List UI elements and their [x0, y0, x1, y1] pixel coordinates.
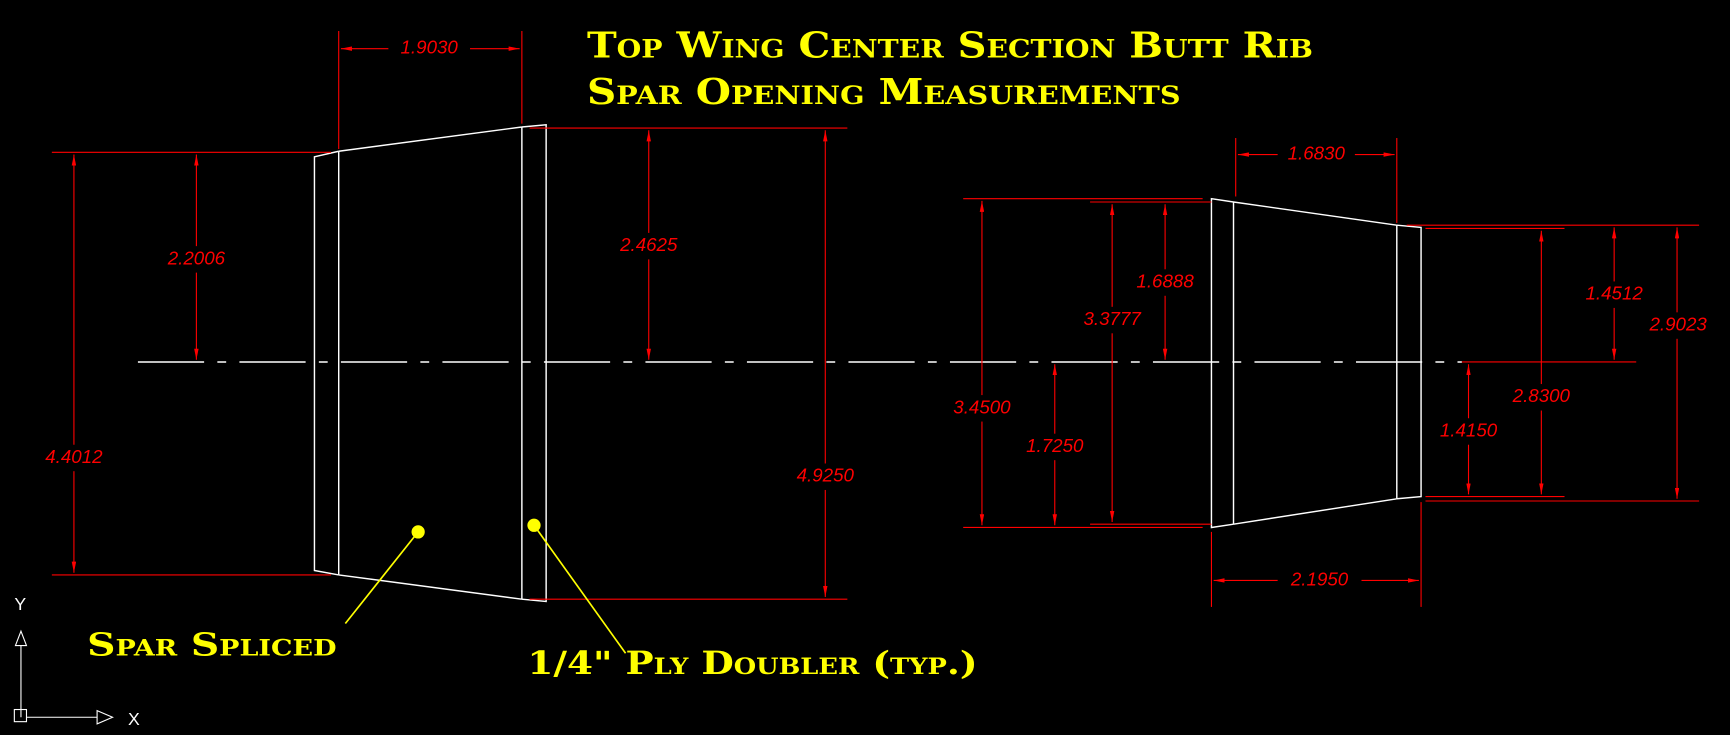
- callout-dot: [411, 525, 425, 539]
- callout-ply-doubler: 1/4" Ply Doubler (typ.): [527, 518, 978, 682]
- left-spar-opening: [313, 123, 547, 603]
- dim-left-inner-upper: 2.4625: [619, 234, 678, 255]
- dim-right-end-outer-height: 2.9023: [1648, 314, 1707, 335]
- dim-right-end-inner-height: 2.8300: [1512, 385, 1571, 406]
- dimension-labels: 1.9030 4.4012 2.2006 2.4625 4.9250 1.683…: [33, 37, 1719, 589]
- dim-right-end-upper: 1.4512: [1585, 283, 1643, 304]
- ucs-x-label: X: [128, 709, 140, 729]
- ucs-y-label: Y: [14, 594, 26, 614]
- extension-lines: [51, 30, 1700, 607]
- dim-right-outer-height: 3.4500: [953, 396, 1011, 417]
- callout-spar-spliced: Spar Spliced: [87, 525, 425, 663]
- label-spar-spliced: Spar Spliced: [87, 625, 336, 663]
- dim-right-inner-upper: 1.6888: [1136, 270, 1194, 291]
- dim-left-outer-height: 4.4012: [45, 446, 103, 467]
- drawing-title-line-1: Top Wing Center Section Butt Rib: [587, 25, 1313, 66]
- right-spar-opening: [1210, 197, 1422, 529]
- dim-right-outer-lower: 1.7250: [1026, 435, 1084, 456]
- dim-right-inner-height: 3.3777: [1083, 308, 1141, 329]
- label-ply-doubler: 1/4" Ply Doubler (typ.): [527, 644, 977, 682]
- callout-dot: [527, 518, 541, 532]
- drawing-title-line-2: Spar Opening Measurements: [587, 72, 1181, 113]
- dim-right-end-lower: 1.4150: [1440, 419, 1498, 440]
- ucs-icon: Y X: [13, 594, 140, 729]
- dim-right-bottom-width: 2.1950: [1290, 568, 1349, 589]
- dim-left-outer-upper: 2.2006: [167, 247, 226, 268]
- dim-right-top-width: 1.6830: [1288, 143, 1346, 164]
- dim-left-inner-height: 4.9250: [797, 465, 855, 486]
- dim-left-top-width: 1.9030: [401, 37, 459, 58]
